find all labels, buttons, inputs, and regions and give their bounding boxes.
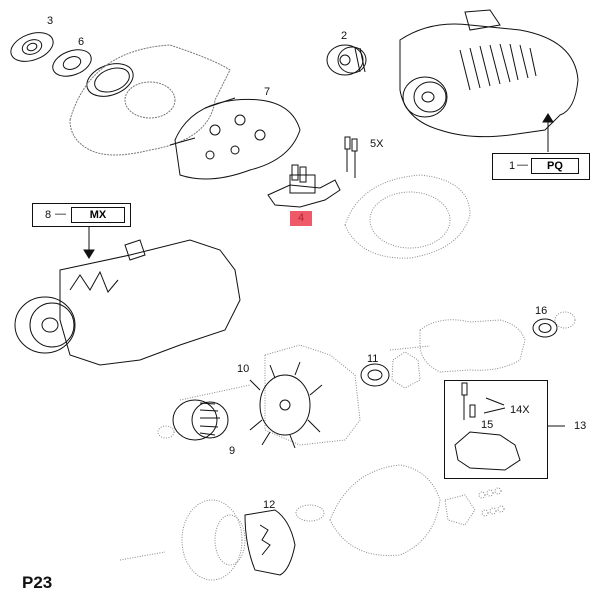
alternator-mx-part bbox=[14, 239, 241, 366]
callout-7: 7 bbox=[264, 86, 271, 98]
end-housing-part bbox=[69, 44, 231, 156]
callout-5x: 5X bbox=[370, 138, 384, 150]
callout-13: 13 bbox=[574, 420, 587, 432]
pulley-9-part bbox=[157, 399, 229, 441]
callout-4-highlighted[interactable]: 4 bbox=[290, 211, 312, 226]
brush-holder-part bbox=[267, 164, 341, 208]
callout-10: 10 bbox=[237, 363, 250, 375]
assembly-number-1: 1 bbox=[509, 160, 516, 172]
assembly-box-pq[interactable]: 1 — PQ bbox=[492, 153, 590, 180]
arrow-to-mx bbox=[83, 222, 95, 259]
callout-3: 3 bbox=[47, 15, 54, 27]
front-housing-part bbox=[179, 344, 361, 446]
stator-12-part bbox=[119, 464, 505, 581]
callout-2: 2 bbox=[341, 30, 348, 42]
bearing-3-part bbox=[10, 32, 54, 62]
callout-15: 15 bbox=[481, 419, 494, 431]
bearing-11-part bbox=[360, 363, 390, 387]
page-identifier: P23 bbox=[22, 573, 53, 592]
diode-plate-part bbox=[244, 509, 296, 576]
rectifier-plate-part bbox=[169, 97, 301, 180]
regulator-kit-part bbox=[454, 382, 565, 471]
fan-10-part bbox=[249, 361, 323, 449]
rotor-part bbox=[389, 311, 576, 373]
bearing-16-part bbox=[532, 318, 558, 338]
alternator-pq-part bbox=[399, 9, 579, 138]
callout-11: 11 bbox=[367, 353, 379, 365]
assembly-number-8: 8 bbox=[45, 209, 52, 221]
brushes-5x-part bbox=[344, 136, 358, 178]
pulley-2-part bbox=[326, 44, 367, 76]
callout-12: 12 bbox=[263, 499, 276, 511]
callout-16: 16 bbox=[535, 305, 548, 317]
retainer-plate-part bbox=[391, 351, 421, 389]
callout-14x: 14X bbox=[510, 404, 530, 416]
callout-6: 6 bbox=[78, 36, 85, 48]
callout-9: 9 bbox=[229, 445, 236, 457]
kit-13-inset-frame bbox=[444, 380, 548, 479]
bearing-6-part bbox=[52, 49, 92, 77]
seal-ring-part bbox=[86, 63, 134, 97]
assembly-box-mx[interactable]: 8 — MX bbox=[32, 203, 131, 227]
assembly-code-mx[interactable]: MX bbox=[71, 207, 125, 223]
assembly-code-pq[interactable]: PQ bbox=[531, 158, 579, 174]
arrow-to-pq bbox=[542, 113, 554, 152]
rear-housing-part bbox=[344, 174, 471, 259]
